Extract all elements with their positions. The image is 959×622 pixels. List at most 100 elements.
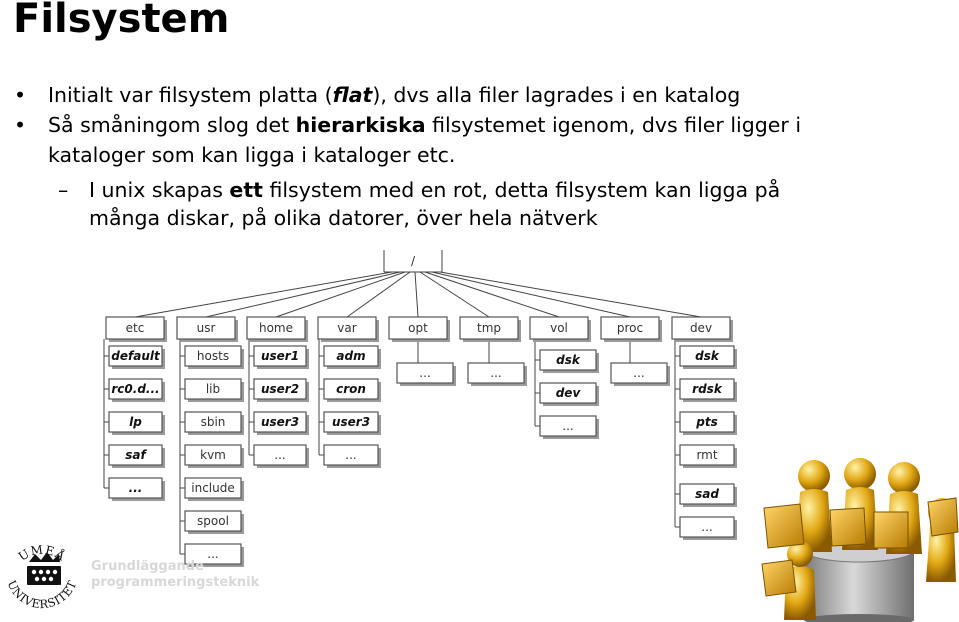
box-frame	[388, 316, 448, 340]
bullet-dot-icon: •	[14, 83, 27, 107]
sub-bullet-text: I unix skapas	[89, 178, 230, 202]
box-frame	[679, 411, 735, 433]
box-label: rmt	[696, 448, 717, 462]
box-frame	[108, 444, 163, 466]
box-label: user1	[261, 349, 299, 363]
box-frame	[184, 510, 242, 532]
box-label: ...	[274, 448, 285, 462]
directory-node: spool	[184, 510, 244, 534]
box-frame	[671, 316, 731, 340]
directory-node: rc0.d...	[108, 378, 165, 402]
slide-title: Filsystem	[13, 0, 230, 42]
directory-node: ...	[108, 477, 165, 501]
dash-icon: –	[58, 178, 69, 202]
box-frame	[184, 411, 242, 433]
box-label: sbin	[201, 415, 226, 429]
directory-node: ...	[184, 543, 244, 567]
box-frame	[610, 362, 668, 384]
box-label: var	[337, 321, 356, 335]
box-label: kvm	[200, 448, 226, 462]
box-frame	[317, 316, 377, 340]
directory-node: adm	[323, 345, 381, 369]
directory-node: saf	[108, 444, 165, 468]
box-frame	[467, 362, 525, 384]
box-frame	[108, 345, 163, 367]
directory-node: cron	[323, 378, 381, 402]
directory-node: sbin	[184, 411, 244, 435]
directory-node: rmt	[679, 444, 737, 468]
box-label: rc0.d...	[111, 382, 159, 396]
box-frame	[323, 378, 379, 400]
box-label: dev	[556, 386, 582, 400]
directory-node: sad	[679, 483, 737, 507]
directory-node: user2	[253, 378, 309, 402]
sub-bullet-text: filsystem med en rot, detta filsystem ka…	[262, 178, 781, 202]
box-frame	[108, 477, 163, 499]
bullet-text: ), dvs alla filer lagrades i en katalog	[372, 83, 741, 107]
directory-usr: usr	[176, 316, 238, 342]
directory-node: default	[108, 345, 165, 369]
box-frame	[108, 411, 163, 433]
directory-etc: etc	[105, 316, 167, 342]
box-label: include	[191, 481, 234, 495]
bullet-item-flat: • Initialt var filsystem platta (flat), …	[12, 80, 942, 110]
box-label: default	[111, 349, 161, 363]
emphasis-hierarkiska: hierarkiska	[295, 113, 426, 137]
bullet-text: kataloger som kan ligga i kataloger etc.	[48, 143, 456, 167]
box-label: dev	[690, 321, 712, 335]
directory-node: ...	[253, 444, 309, 468]
box-frame	[679, 345, 735, 367]
directory-node: ...	[679, 516, 737, 540]
directory-node: hosts	[184, 345, 244, 369]
directory-node: ...	[467, 362, 527, 386]
box-label: adm	[336, 349, 365, 363]
directory-tmp: tmp	[459, 316, 521, 342]
box-label: user2	[261, 382, 299, 396]
box-label: vol	[550, 321, 568, 335]
box-label: ...	[345, 448, 356, 462]
box-frame	[600, 316, 660, 340]
directory-proc: proc	[600, 316, 662, 342]
bullet-text: Initialt var filsystem platta (	[48, 83, 333, 107]
box-label: user3	[261, 415, 299, 429]
box-label: lib	[206, 382, 220, 396]
box-label: spool	[197, 514, 229, 528]
box-frame	[323, 411, 379, 433]
directory-node: ...	[539, 415, 599, 439]
box-label: dsk	[556, 353, 581, 367]
root-label: /	[411, 254, 416, 268]
box-label: ...	[490, 366, 501, 380]
box-frame	[539, 382, 597, 404]
box-frame	[105, 316, 165, 340]
directory-node: pts	[679, 411, 737, 435]
box-frame	[184, 345, 242, 367]
directory-node: user3	[253, 411, 309, 435]
bullet-list: • Initialt var filsystem platta (flat), …	[12, 80, 942, 232]
footer-line: programmeringsteknik	[91, 575, 260, 590]
sub-bullet-unix: – I unix skapas ett filsystem med en rot…	[12, 176, 942, 232]
directory-node: dev	[539, 382, 599, 406]
directory-node: lp	[108, 411, 165, 435]
bullet-dot-icon: •	[14, 113, 27, 137]
people-with-laptops-icon	[761, 458, 959, 622]
bullet-item-hierarchical: • Så småningom slog det hierarkiska fils…	[12, 110, 942, 170]
box-frame	[459, 316, 519, 340]
box-label: dsk	[695, 349, 720, 363]
box-frame	[323, 345, 379, 367]
directory-vol: vol	[529, 316, 591, 342]
directory-node: lib	[184, 378, 244, 402]
box-label: lp	[129, 415, 142, 429]
box-frame	[539, 415, 597, 437]
emphasis-flat: flat	[332, 83, 373, 107]
directory-node: dsk	[539, 349, 599, 373]
directory-node: user1	[253, 345, 309, 369]
box-label: usr	[197, 321, 216, 335]
sub-bullet-text: många diskar, på olika datorer, över hel…	[89, 206, 598, 230]
directory-node: rdsk	[679, 378, 737, 402]
footer-line: Grundläggande	[91, 559, 204, 574]
directory-node: user3	[323, 411, 381, 435]
box-frame	[253, 411, 307, 433]
box-label: rdsk	[692, 382, 723, 396]
box-label: tmp	[477, 321, 501, 335]
box-label: pts	[695, 415, 717, 429]
